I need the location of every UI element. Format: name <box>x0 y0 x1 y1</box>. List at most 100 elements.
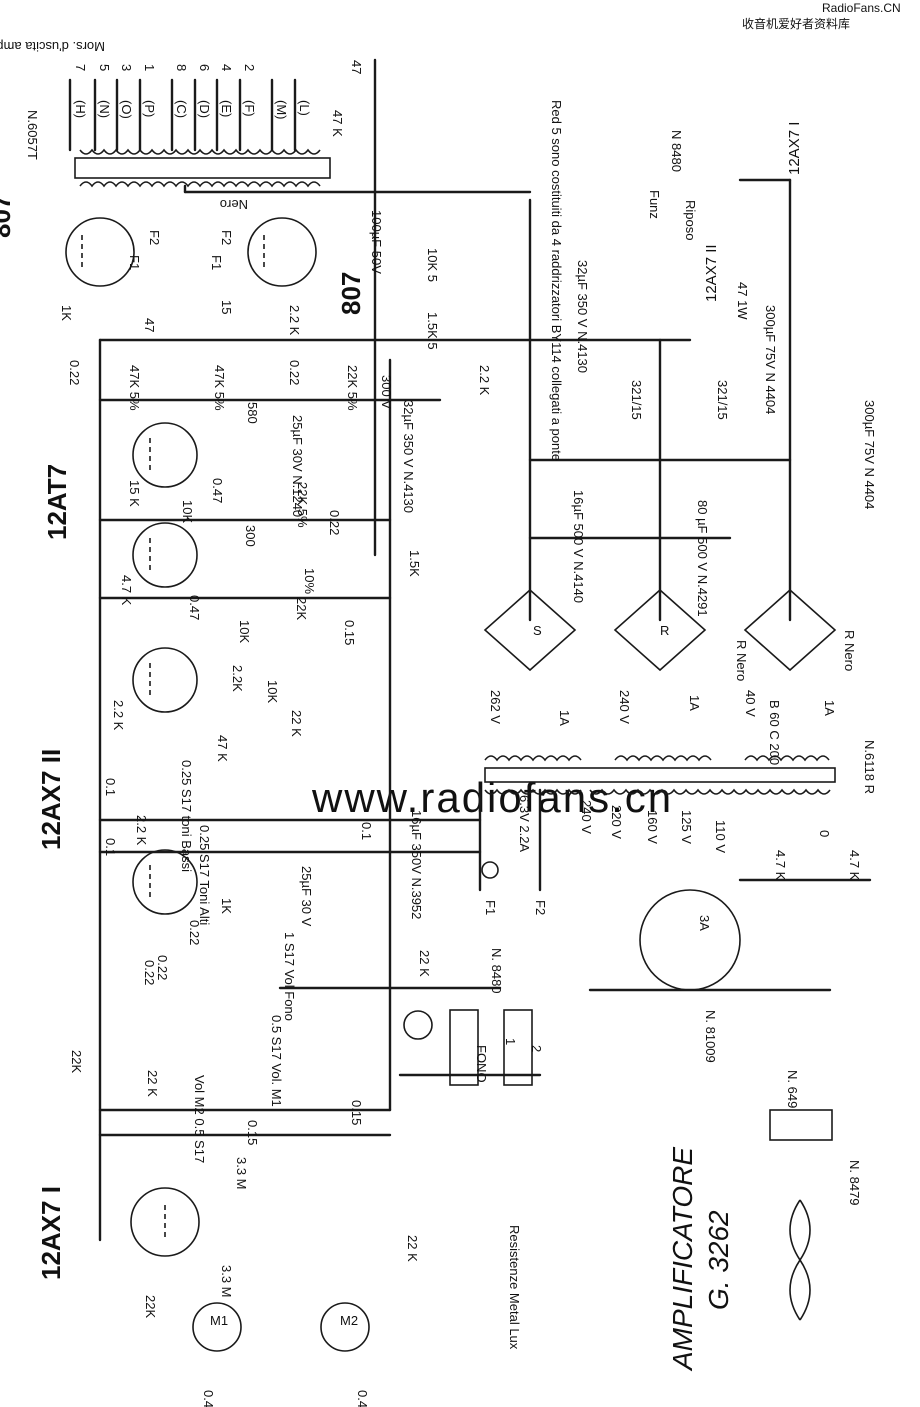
component-label: 300 V <box>379 375 394 409</box>
component-label: 47K 5% <box>212 365 227 411</box>
component-label: 1A <box>687 695 702 711</box>
component-label: 22K 5% <box>295 482 310 528</box>
component-label: N 8480 <box>669 130 684 172</box>
meter-m2 <box>320 1302 370 1352</box>
component-label: 16µF 350V N.3952 <box>409 810 424 919</box>
component-label: M1 <box>210 1313 228 1328</box>
rectifiers <box>483 588 837 672</box>
component-label: 321/15 <box>715 380 730 420</box>
component-label: 0.15 <box>342 620 357 645</box>
component-label: 0.15 <box>349 1100 364 1125</box>
component-label: F1 <box>127 255 142 270</box>
component-label: 262 V <box>488 690 503 724</box>
component-label: 4.7 K <box>119 575 134 606</box>
component-label: R Nero <box>842 630 857 671</box>
component-label: 25µF 30V N.1240 <box>290 415 305 517</box>
brand-caption: 收音机爱好者资料库 <box>742 16 850 31</box>
component-label: 1 S17 Vol Fono <box>282 932 297 1021</box>
output-transformer-primary <box>79 181 321 188</box>
component-label: 0.15 <box>245 1120 260 1145</box>
component-label: 22K <box>143 1295 158 1318</box>
component-label: 0.22 <box>327 510 342 535</box>
component-label: 2.2K <box>230 665 245 692</box>
component-label: 0.22 <box>142 960 157 985</box>
bridge-r <box>613 588 707 672</box>
component-label: 22 K <box>145 1070 160 1097</box>
tube-label-12ax7-i: 12AX7 I <box>36 1186 66 1280</box>
component-label: 22 K <box>405 1235 420 1262</box>
component-label: 100µF 50V <box>369 210 384 274</box>
tap-number-7: 7 <box>73 64 88 71</box>
component-label: 22K 5% <box>345 365 360 411</box>
pilot-lamp <box>481 861 499 879</box>
component-label: 1.5K 5 <box>425 312 440 350</box>
tube-label-807-right: 807 <box>336 272 366 315</box>
component-label: 2 <box>529 1045 544 1052</box>
component-label: 22 K <box>417 950 432 977</box>
component-label: S <box>533 623 542 638</box>
component-label: 125 V <box>679 810 694 844</box>
voltage-selector <box>639 889 741 991</box>
heater-winding <box>484 788 582 795</box>
component-label: 4.7 K <box>773 850 788 881</box>
component-label: 1.5K <box>407 550 422 577</box>
tube-807-left <box>65 217 135 287</box>
component-label: B 60 C 200 <box>767 700 782 765</box>
component-label: 0 <box>817 830 832 837</box>
component-label: N. 8480 <box>489 948 504 994</box>
component-label: 10K <box>180 500 195 523</box>
output-transformer-text: Mors. d'uscita ampl. (H) (N) (O) (P) (C)… <box>0 39 312 212</box>
component-label: M2 <box>340 1313 358 1328</box>
component-label: 4.7 K <box>847 850 862 881</box>
component-label: F2 <box>219 230 234 245</box>
component-label: 47 K <box>330 110 345 137</box>
component-label: 240 V <box>617 690 632 724</box>
secondary-40v <box>744 755 830 762</box>
tap-c: (C) <box>174 100 189 118</box>
power-transformer <box>484 755 836 795</box>
component-label: 3.3 M <box>219 1265 234 1298</box>
nero-wire-label: Nero <box>220 197 248 212</box>
component-label: 0.25 S17 Toni Alti <box>197 825 212 925</box>
component-label: 22K <box>294 597 309 620</box>
tube-12at7-a <box>132 422 198 488</box>
component-label: 40 V <box>743 690 758 717</box>
tubes <box>65 217 370 1352</box>
output-transformer-secondary <box>79 148 321 155</box>
component-label: 10K <box>237 620 252 643</box>
tap-number-3: 3 <box>119 64 134 71</box>
component-label: 1K <box>219 898 234 914</box>
mains-primary <box>589 788 831 795</box>
mains-cord <box>789 1199 811 1321</box>
tap-d: (D) <box>197 100 212 118</box>
component-label: 47 K <box>215 735 230 762</box>
tube-label-807-left: 807 <box>0 195 16 238</box>
component-label: 47K 5% <box>127 365 142 411</box>
component-label: 300µF 75V N 4404 <box>862 400 877 509</box>
mains-and-inputs <box>403 861 833 1321</box>
tap-m: (M) <box>274 100 289 120</box>
component-label: 110 V <box>713 820 728 853</box>
tube-807-right <box>247 217 317 287</box>
component-label: F2 <box>147 230 162 245</box>
component-label: 2.2 K <box>477 365 492 396</box>
fono-socket-2 <box>503 1009 533 1086</box>
tube-12ax7-i-a <box>132 849 198 915</box>
wiring <box>98 58 872 1242</box>
component-label: 2.2 K <box>134 815 149 846</box>
bridge-40v <box>743 588 837 672</box>
component-label: 0.22 <box>67 360 82 385</box>
component-label: F1 <box>209 255 224 270</box>
component-label: 1A <box>822 700 837 716</box>
component-label: 3.3 M <box>234 1157 249 1190</box>
tap-number-8: 8 <box>174 64 189 71</box>
component-label: 10K 5 <box>425 248 440 282</box>
component-label: F1 <box>483 900 498 915</box>
component-label: 22K <box>69 1050 84 1073</box>
component-label: 0.22 <box>287 360 302 385</box>
component-label: 32µF 350 V N.4130 <box>401 400 416 513</box>
title-line-1: AMPLIFICATORE <box>667 1147 698 1372</box>
tap-e: (E) <box>219 100 234 117</box>
component-label: 47 1W <box>735 282 750 320</box>
component-label: 0.47 <box>201 1390 216 1407</box>
